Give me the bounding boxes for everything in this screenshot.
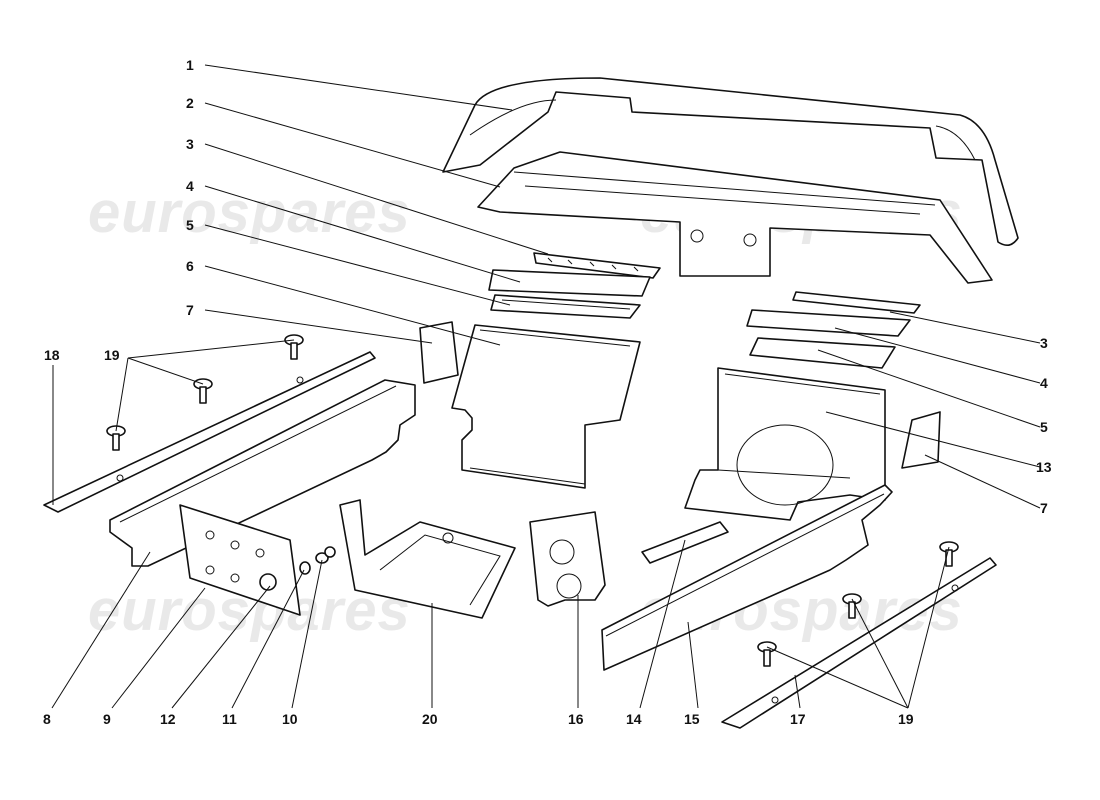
part-15-side-rail-right <box>601 484 893 671</box>
callout-11: 11 <box>222 711 237 727</box>
leader-lines <box>51 64 1041 709</box>
callout-7-left: 7 <box>186 302 194 318</box>
screw-icon <box>939 541 959 567</box>
part-4-gasket-right <box>746 309 911 337</box>
part-4-gasket-left <box>488 269 651 297</box>
callout-16: 16 <box>568 711 584 727</box>
callout-3-left: 3 <box>186 136 194 152</box>
part-20-bracket <box>339 499 516 619</box>
callout-18: 18 <box>44 347 60 363</box>
part-5-filter-left <box>490 294 641 319</box>
callout-1: 1 <box>186 57 194 73</box>
part-16-ring-bracket <box>529 511 606 607</box>
callout-7-right: 7 <box>1040 500 1048 516</box>
screw-icon <box>284 334 304 360</box>
callout-20: 20 <box>422 711 438 727</box>
callout-19-left: 19 <box>104 347 120 363</box>
part-3-strip-right <box>792 291 921 314</box>
part-2-engine-panel <box>477 151 993 284</box>
callout-6: 6 <box>186 258 194 274</box>
part-13-airbox-right <box>684 367 886 521</box>
callout-4-left: 4 <box>186 178 194 194</box>
part-6-airbox-left <box>451 324 641 489</box>
callout-19-right: 19 <box>898 711 914 727</box>
screw-icon <box>757 641 777 667</box>
part-7-plate-right <box>901 411 941 469</box>
callout-9: 9 <box>103 711 111 727</box>
callout-13: 13 <box>1036 459 1052 475</box>
part-17-strip-right <box>721 557 997 729</box>
callout-17: 17 <box>790 711 806 727</box>
callout-5-left: 5 <box>186 217 194 233</box>
part-18-strip-left <box>43 351 376 513</box>
callout-3-right: 3 <box>1040 335 1048 351</box>
callout-2: 2 <box>186 95 194 111</box>
part-1-rear-spoiler <box>442 77 1019 246</box>
callouts: 1 2 3 4 5 6 7 18 19 3 4 5 13 7 8 9 12 11… <box>43 57 1052 727</box>
callout-4-right: 4 <box>1040 375 1048 391</box>
part-5-filter-right <box>749 337 896 369</box>
part-7-plate-left <box>419 321 459 384</box>
part-3-strip-left <box>533 252 661 279</box>
callout-14: 14 <box>626 711 642 727</box>
callout-12: 12 <box>160 711 176 727</box>
screw-icon <box>193 378 213 404</box>
callout-15: 15 <box>684 711 700 727</box>
callout-8: 8 <box>43 711 51 727</box>
callout-5-right: 5 <box>1040 419 1048 435</box>
part-12-nut <box>259 573 277 591</box>
part-11-washer <box>299 561 311 575</box>
callout-10: 10 <box>282 711 298 727</box>
watermark-top-left: eurospares <box>88 180 411 245</box>
part-14-rod <box>641 521 729 564</box>
part-10-bolt <box>315 546 336 564</box>
